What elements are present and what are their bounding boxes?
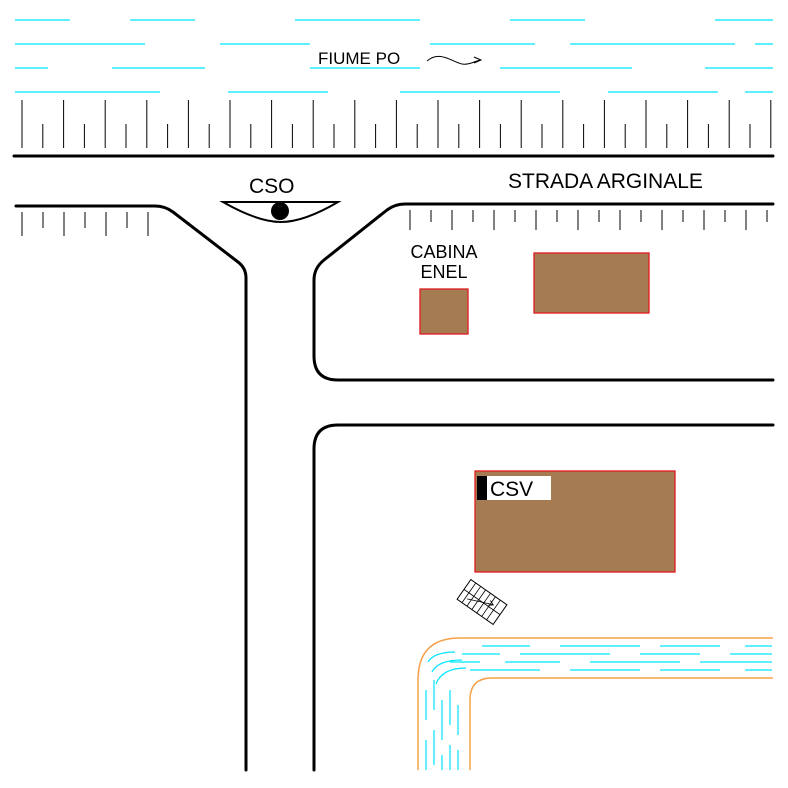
- embankment-ticks: [21, 100, 772, 236]
- canal-bank-inner: [469, 677, 773, 770]
- csv-marker-icon: [477, 476, 487, 500]
- cabina-label-line2: ENEL: [420, 262, 467, 282]
- road-label: STRADA ARGINALE: [508, 170, 703, 193]
- cso-point-icon: [271, 202, 289, 220]
- csv-label: CSV: [490, 478, 533, 501]
- flow-arrow-icon: [426, 56, 481, 65]
- road-edge-southwest: [14, 204, 248, 772]
- flow-arrowhead-icon: [473, 56, 483, 64]
- canal-hatch-curve: [431, 659, 463, 673]
- canal-bank-outer: [417, 637, 773, 770]
- cabina-enel-building: [419, 288, 469, 335]
- canal-water: [425, 645, 772, 770]
- csv-label-box: [477, 476, 551, 500]
- cso-label: CSO: [249, 175, 295, 198]
- canal-hatch-curve: [427, 651, 456, 663]
- road-edge-northeast-block: [312, 202, 775, 382]
- road-edge-southeast-block: [312, 423, 775, 772]
- cabina-label-line1: CABINA: [410, 242, 477, 262]
- river-po-water: [15, 19, 773, 93]
- canal-hatch-curve: [435, 667, 467, 685]
- stairs-icon: [456, 578, 508, 626]
- river-label: FIUME PO: [318, 49, 400, 68]
- building-northeast: [533, 252, 650, 314]
